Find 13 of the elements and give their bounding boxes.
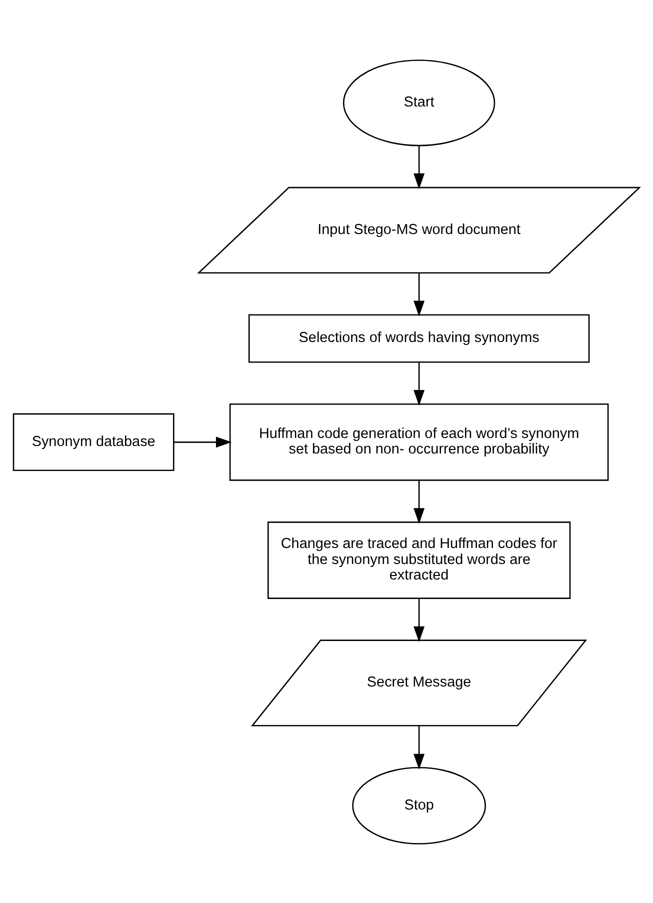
node-box: Selections of words having synonyms <box>248 314 590 362</box>
arrow <box>414 480 425 524</box>
arrow <box>414 362 425 406</box>
node-ellipse: Stop <box>352 766 486 844</box>
node-box: Changes are traced and Huffman codes for the synonym substituted words are extracted <box>267 521 571 598</box>
arrow <box>174 436 232 448</box>
arrow <box>414 272 425 316</box>
arrow <box>414 598 425 642</box>
arrow <box>414 725 425 770</box>
node-ellipse: Start <box>342 59 496 146</box>
node-box: Synonym database <box>12 412 174 471</box>
node-box: Huffman code generation of each word’s synonym set based on non- occurrence probability <box>229 402 609 480</box>
arrow <box>414 145 425 189</box>
